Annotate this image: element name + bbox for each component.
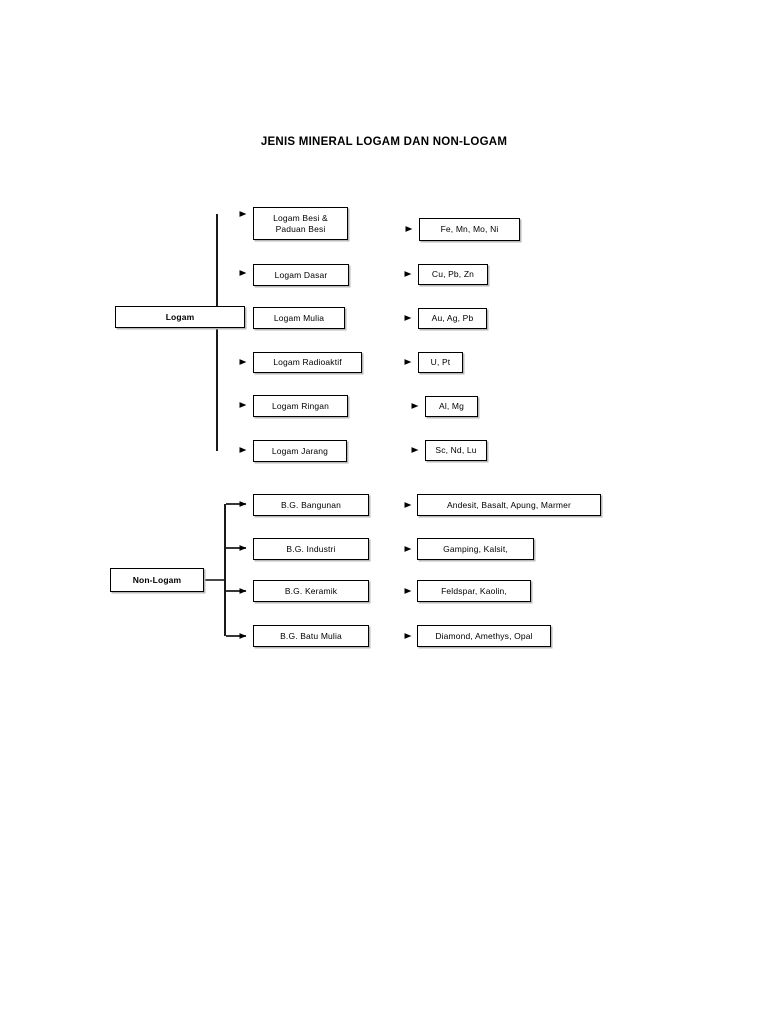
node-bg-batu-mulia[interactable]: B.G. Batu Mulia — [253, 625, 369, 647]
node-examples-logam-mulia[interactable]: Au, Ag, Pb — [418, 308, 487, 329]
node-logam-dasar[interactable]: Logam Dasar — [253, 264, 349, 286]
node-examples-logam-radioaktif[interactable]: U, Pt — [418, 352, 463, 373]
node-bg-keramik[interactable]: B.G. Keramik — [253, 580, 369, 602]
node-examples-bg-bangunan[interactable]: Andesit, Basalt, Apung, Marmer — [417, 494, 601, 516]
node-logam-ringan[interactable]: Logam Ringan — [253, 395, 348, 417]
node-non-logam-root[interactable]: Non-Logam — [110, 568, 204, 592]
page-title: JENIS MINERAL LOGAM DAN NON-LOGAM — [260, 136, 508, 148]
node-examples-bg-keramik[interactable]: Feldspar, Kaolin, — [417, 580, 531, 602]
node-logam-root[interactable]: Logam — [115, 306, 245, 328]
node-examples-logam-besi[interactable]: Fe, Mn, Mo, Ni — [419, 218, 520, 241]
node-examples-logam-ringan[interactable]: Al, Mg — [425, 396, 478, 417]
node-bg-industri[interactable]: B.G. Industri — [253, 538, 369, 560]
node-bg-bangunan[interactable]: B.G. Bangunan — [253, 494, 369, 516]
node-logam-jarang[interactable]: Logam Jarang — [253, 440, 347, 462]
node-examples-logam-jarang[interactable]: Sc, Nd, Lu — [425, 440, 487, 461]
node-examples-bg-batu-mulia[interactable]: Diamond, Amethys, Opal — [417, 625, 551, 647]
node-examples-logam-dasar[interactable]: Cu, Pb, Zn — [418, 264, 488, 285]
node-examples-bg-industri[interactable]: Gamping, Kalsit, — [417, 538, 534, 560]
node-logam-radioaktif[interactable]: Logam Radioaktif — [253, 352, 362, 373]
node-logam-besi-paduan-besi[interactable]: Logam Besi & Paduan Besi — [253, 207, 348, 240]
node-logam-mulia[interactable]: Logam Mulia — [253, 307, 345, 329]
